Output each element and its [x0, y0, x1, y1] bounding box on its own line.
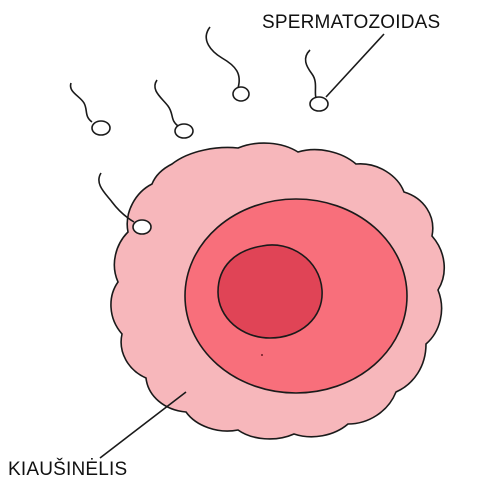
sperm-cell: [71, 83, 110, 135]
sperm-head: [310, 97, 328, 111]
egg-label: KIAUŠINĖLIS: [8, 460, 127, 479]
egg-nucleus: [218, 245, 322, 338]
egg-dot: [261, 354, 263, 356]
egg-cell: [111, 143, 444, 439]
sperm-cell: [155, 80, 193, 138]
sperm-head: [175, 124, 193, 138]
sperm-leader-line: [326, 34, 384, 97]
sperm-tail: [206, 27, 239, 88]
sperm-tail: [155, 80, 178, 126]
sperm-head: [233, 87, 249, 101]
sperm-tail: [306, 50, 316, 98]
sperm-head: [92, 121, 110, 135]
sperm-cell: [206, 27, 249, 101]
sperm-cell: [306, 50, 328, 111]
sperm-head: [133, 220, 151, 234]
sperm-tail: [71, 83, 92, 122]
sperm-label: SPERMATOZOIDAS: [262, 13, 440, 32]
egg-leader-line: [100, 392, 186, 458]
